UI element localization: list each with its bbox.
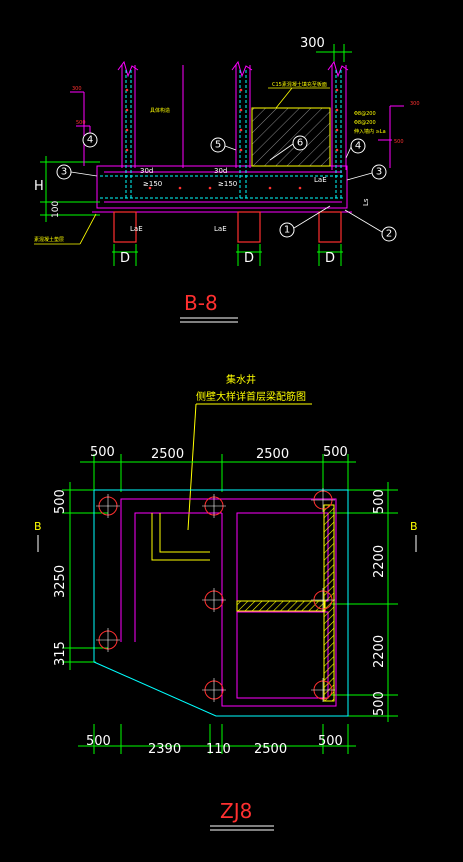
bottom-dim-4: 2500 <box>254 742 287 757</box>
bottom-dim-3: 110 <box>206 742 231 757</box>
top-dim-lines <box>80 454 356 492</box>
left-dim-1: 500 <box>53 489 68 514</box>
pile-crosshairs <box>96 488 335 702</box>
bottom-dim-1: 500 <box>86 734 111 749</box>
note-r2: Φ8@200 <box>354 120 376 126</box>
bubble-5 <box>210 137 226 153</box>
top-dim-4: 500 <box>323 445 348 460</box>
section-view: 300 <box>34 36 420 323</box>
c15-fill-area <box>251 107 331 167</box>
left-leader-500: 500 <box>76 120 86 126</box>
bottom-dim-5: 500 <box>318 734 343 749</box>
anchor-right-1: 30d <box>214 167 227 175</box>
top-dim-3: 2500 <box>256 447 289 462</box>
bubble-6-label: 6 <box>297 138 303 149</box>
right-dim-2: 2200 <box>372 545 387 578</box>
bubble-6 <box>292 135 308 151</box>
mid-hatched-wall <box>236 600 326 612</box>
pile-dim-2: D <box>244 251 254 266</box>
right-dim-4: 500 <box>372 691 387 716</box>
left-dim-2: 3250 <box>53 565 68 598</box>
piles <box>113 211 342 243</box>
bubble-1 <box>279 222 295 238</box>
top-dim-1: 500 <box>90 445 115 460</box>
section-mark-left: B <box>34 520 42 533</box>
plan-view: 集水井 侧壁大样详首层梁配筋图 500 2500 2500 500 500 2 <box>34 373 418 831</box>
bottom-dim-2: 2390 <box>148 742 181 757</box>
lae-right: LaE <box>214 225 227 233</box>
right-dim-lines <box>330 482 398 722</box>
height-label: H <box>34 179 44 194</box>
right-dim-3: 2200 <box>372 635 387 668</box>
pit-outline <box>93 489 349 717</box>
bubble-4-left-label: 4 <box>87 135 93 146</box>
note-c15: C15素混凝土填充至板面 <box>272 81 327 88</box>
bubble-4-right-label: 4 <box>355 141 361 152</box>
anchor-right-2: ≥150 <box>218 180 237 188</box>
bubble-3-left-label: 3 <box>61 167 67 178</box>
anchor-left-2: ≥150 <box>143 180 162 188</box>
bubble-1-label: 1 <box>284 225 290 236</box>
plan-title: ZJ8 <box>220 799 252 823</box>
rebar-lines <box>100 70 344 200</box>
top-dim-2: 2500 <box>151 447 184 462</box>
left-dim-3: 315 <box>53 641 68 666</box>
right-leader-300: 300 <box>410 101 420 107</box>
section-top-dim: 300 <box>300 36 325 51</box>
note-r3: 伸入墙内 ≥La <box>354 128 386 135</box>
left-leader-300: 300 <box>72 86 82 92</box>
pile-dim-3: D <box>325 251 335 266</box>
left-dim-lines <box>62 482 108 670</box>
bubble-3-right <box>371 164 387 180</box>
bubble-2-label: 2 <box>386 229 392 240</box>
note-bottom-left: 素混凝土垫层 <box>34 236 64 243</box>
bottom-dim-lines <box>78 724 356 754</box>
lae-left: LaE <box>130 225 143 233</box>
section-mark-right: B <box>410 520 418 533</box>
dim-100: 100 <box>51 201 61 218</box>
section-title: B-8 <box>184 291 218 315</box>
right-leader-500: 500 <box>394 139 404 145</box>
bubble-3-right-label: 3 <box>376 167 382 178</box>
bubble-4-left <box>82 132 98 148</box>
sump-outline <box>151 513 210 561</box>
bubble-4-right <box>350 138 366 154</box>
plan-callout-title: 集水井 <box>226 373 256 386</box>
ls-label: Ls <box>362 198 370 206</box>
pile-dim-1: D <box>120 251 130 266</box>
bubble-2 <box>381 226 397 242</box>
note-r1: Φ8@200 <box>354 111 376 117</box>
plan-callout-note: 侧壁大样详首层梁配筋图 <box>196 390 306 403</box>
note-left: 具体构造 <box>150 107 170 114</box>
bubble-5-label: 5 <box>215 140 221 151</box>
lae-mid: LaE <box>314 176 327 184</box>
anchor-left-1: 30d <box>140 167 153 175</box>
right-dim-1: 500 <box>372 489 387 514</box>
plan-piles <box>98 490 333 700</box>
